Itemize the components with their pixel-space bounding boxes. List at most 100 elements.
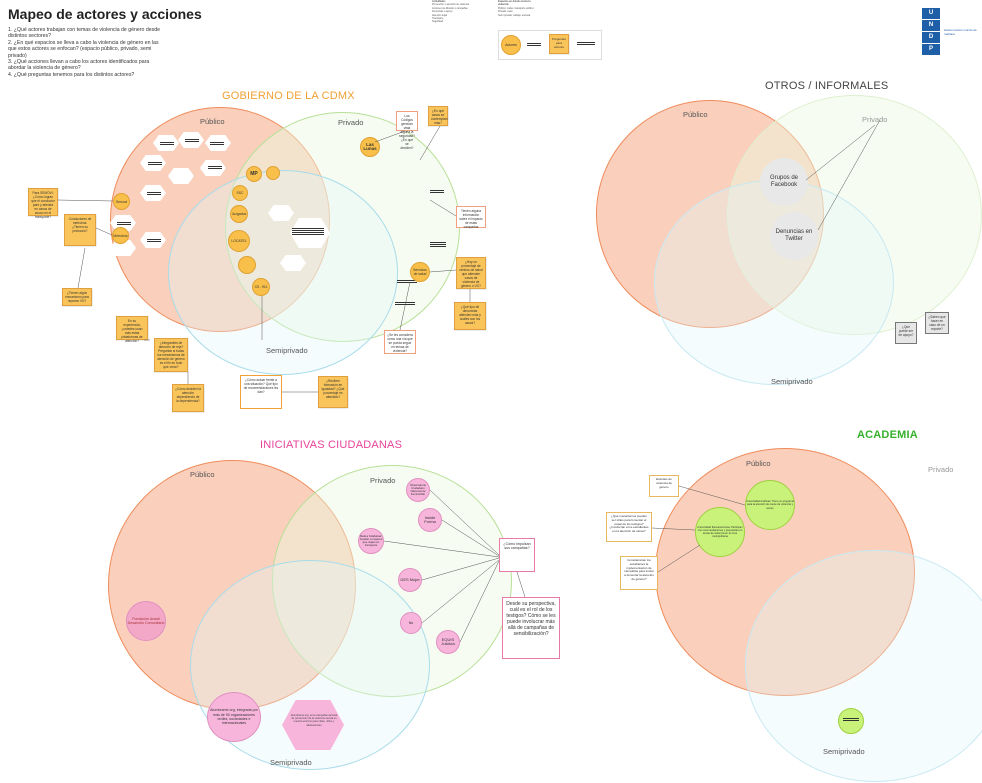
question-sticky[interactable]: Considerarían los estudiantes la impleme… xyxy=(620,556,658,590)
lines-icon xyxy=(148,160,162,166)
undp-logo: U N D P xyxy=(922,8,940,55)
question-sticky[interactable]: Tienen alguna información sobre el impac… xyxy=(456,206,486,229)
legend-item: Transporte xyxy=(432,17,444,21)
section-title-academia: ACADEMIA xyxy=(857,429,918,441)
legend-item: Seguridad xyxy=(432,20,443,24)
label-privado-academia: Privado xyxy=(928,465,954,474)
actor-equis[interactable]: EQUIS Justicia xyxy=(436,630,460,654)
legend-lines-icon xyxy=(527,41,541,47)
question-sticky[interactable]: ¿Cómo actuar frente a una situación? Qué… xyxy=(240,375,282,409)
logo-cell: N xyxy=(922,20,940,31)
question-sticky[interactable]: ¿Qué puede ser de apoyo? xyxy=(895,322,917,344)
lines-icon xyxy=(430,188,444,194)
hexagon-shape xyxy=(178,132,204,148)
actor-academia-right[interactable]: Universidad Anáhuac: Tiene un programa p… xyxy=(745,480,795,530)
label-publico-iniciativas: Público xyxy=(190,470,215,479)
lines-icon xyxy=(397,278,417,284)
actor-metrobus[interactable]: Metrobús xyxy=(112,227,129,244)
label-publico-gobierno: Público xyxy=(200,117,225,126)
question-sticky[interactable]: ¿Saben que hacer en caso de un reporte? xyxy=(925,312,949,334)
actor-denuncias-twitter[interactable]: Denuncias en Twitter xyxy=(770,212,818,260)
hexagon-alumbrame[interactable] xyxy=(282,700,344,750)
label-semiprivado-gobierno: Semiprivado xyxy=(266,346,308,355)
question-item: 2. ¿En qué espacios se lleva a cabo la v… xyxy=(8,39,159,59)
question-sticky[interactable]: ¿Cómo impulsan sus campañas? xyxy=(499,538,535,572)
section-title-otros: OTROS / INFORMALES xyxy=(765,80,889,92)
actor-juzgados[interactable]: Juzgados xyxy=(230,205,248,223)
actor-academia-left[interactable]: Universidad Iberoamericana: Participan c… xyxy=(695,507,745,557)
hexagon-shape xyxy=(153,135,179,151)
hexagon-shape xyxy=(168,168,194,184)
legend-question-sticky: Preguntas para actores xyxy=(549,34,569,54)
actor-c5[interactable]: C5 - 911 xyxy=(252,278,270,296)
question-sticky[interactable]: ¿Tienen algún mecanismo para reportar VG… xyxy=(62,288,92,306)
legend-spaces: Espacios en donde ocurre la violencia: P… xyxy=(498,0,538,17)
actor-servicios-salud[interactable]: Servicios de salud xyxy=(410,262,430,282)
question-item: 1. ¿Qué actores trabajan con temas de vi… xyxy=(8,27,160,40)
label-privado-iniciativas: Privado xyxy=(370,476,396,485)
hexagon-shape xyxy=(140,155,166,171)
label-semiprivado-iniciativas: Semiprivado xyxy=(270,758,312,767)
lines-icon xyxy=(395,300,415,306)
hexagon-shape xyxy=(290,218,330,248)
lines-icon xyxy=(430,240,446,248)
actor-inside-forma[interactable]: Inside Forma xyxy=(418,508,442,532)
label-semiprivado-academia: Semiprivado xyxy=(823,747,865,756)
actor-ges-mujer[interactable]: GES Mujer xyxy=(398,568,422,592)
lines-icon xyxy=(208,164,222,170)
question-sticky[interactable]: ¿Reciben formación en igualdad? ¿Qué por… xyxy=(318,376,348,408)
legend-item: Acciones de difusión o campañas xyxy=(432,6,468,10)
hexagon-shape xyxy=(110,240,136,256)
actor-no[interactable]: No xyxy=(400,612,422,634)
question-sticky[interactable]: ¿Se les considera como una vía que se pu… xyxy=(384,330,416,354)
hexagon-shape xyxy=(205,135,231,151)
actor-academia-bottom[interactable] xyxy=(838,708,864,734)
actor-semovi[interactable]: Semovi xyxy=(113,193,130,210)
question-sticky[interactable]: En su experiencia, ¿ustedes usan más est… xyxy=(116,316,148,343)
question-sticky[interactable]: ¿Qué mecanismos pueden ser útiles para f… xyxy=(606,512,652,542)
lines-icon xyxy=(210,140,224,146)
venn-semiprivado-gobierno xyxy=(168,170,398,375)
question-sticky[interactable]: Para SEMOVI: ¿Cómo logran que el conduct… xyxy=(28,188,58,219)
question-sticky[interactable]: Estudios de violencia de género xyxy=(649,475,679,497)
question-item: 3. ¿Qué acciones llevan a cabo los actor… xyxy=(8,59,150,72)
actor-alumbrame[interactable]: Alumbrame.org, integrada por más de 90 o… xyxy=(207,692,261,742)
question-sticky[interactable]: ¿Hay un porcentaje de centros de salud q… xyxy=(456,257,486,289)
hexagon-shape xyxy=(140,185,166,201)
legend-item: Prevención o atención de violencia xyxy=(432,3,469,7)
question-sticky[interactable]: Conductores de metrobús: ¿Tienen su prot… xyxy=(64,214,96,246)
hexagon-shape xyxy=(140,232,166,248)
lines-icon xyxy=(117,220,131,226)
actor-locatel[interactable]: LOCATEL xyxy=(228,230,250,252)
actor-mp[interactable]: MP xyxy=(246,166,262,182)
hexagon-shape xyxy=(268,205,294,221)
hexagon-shape xyxy=(280,255,306,271)
legend-activities: Actividades Prevención o atención de vio… xyxy=(432,0,492,24)
question-sticky[interactable]: ¿Cómo deciden la atención dependiendo de… xyxy=(172,384,204,412)
actor-observatorio[interactable]: Observatorio Ciudadano Nacional de Femin… xyxy=(406,478,430,502)
question-sticky[interactable]: ¿Qué tipo de denuncias atienden más y cu… xyxy=(454,302,486,330)
label-privado-otros: Privado xyxy=(862,115,888,124)
label-publico-otros: Público xyxy=(683,110,708,119)
question-sticky[interactable]: Los Códigos generan vista alguna la segu… xyxy=(396,111,418,150)
venn-semiprivado-otros xyxy=(654,180,894,385)
question-sticky[interactable]: ¿En qué casos se contemplan más? xyxy=(428,106,448,126)
venn-semiprivado-academia xyxy=(745,550,982,782)
page-title: Mapeo de actores y acciones xyxy=(8,6,202,22)
actor-small[interactable] xyxy=(266,166,280,180)
actor-small[interactable] xyxy=(238,256,256,274)
actor-fundacion[interactable]: Fundación Avanti Desarrollo Comunitario xyxy=(126,601,166,641)
actor-ssc[interactable]: SSC xyxy=(232,185,248,201)
question-sticky[interactable]: Desde su perspectiva, cuál es el rol de … xyxy=(502,597,560,659)
legend-item: Denuncias o apoyo xyxy=(432,10,453,14)
section-title-iniciativas: INICIATIVAS CIUDADANAS xyxy=(260,439,403,451)
legend-space-item: Público: calles, transporte público xyxy=(498,6,534,10)
actor-redes-solidarias[interactable]: Redes Solidarias: Ayudan a mujeres que v… xyxy=(358,528,384,554)
question-sticky[interactable]: ¿Integrantes de atención de reja? Pregun… xyxy=(154,338,188,372)
legend-heading: Actividades xyxy=(432,0,446,3)
legend-lines-icon xyxy=(577,40,595,46)
actor-grupos-facebook[interactable]: Grupos de Facebook xyxy=(760,158,808,206)
lines-icon xyxy=(185,137,199,143)
label-publico-academia: Público xyxy=(746,459,771,468)
